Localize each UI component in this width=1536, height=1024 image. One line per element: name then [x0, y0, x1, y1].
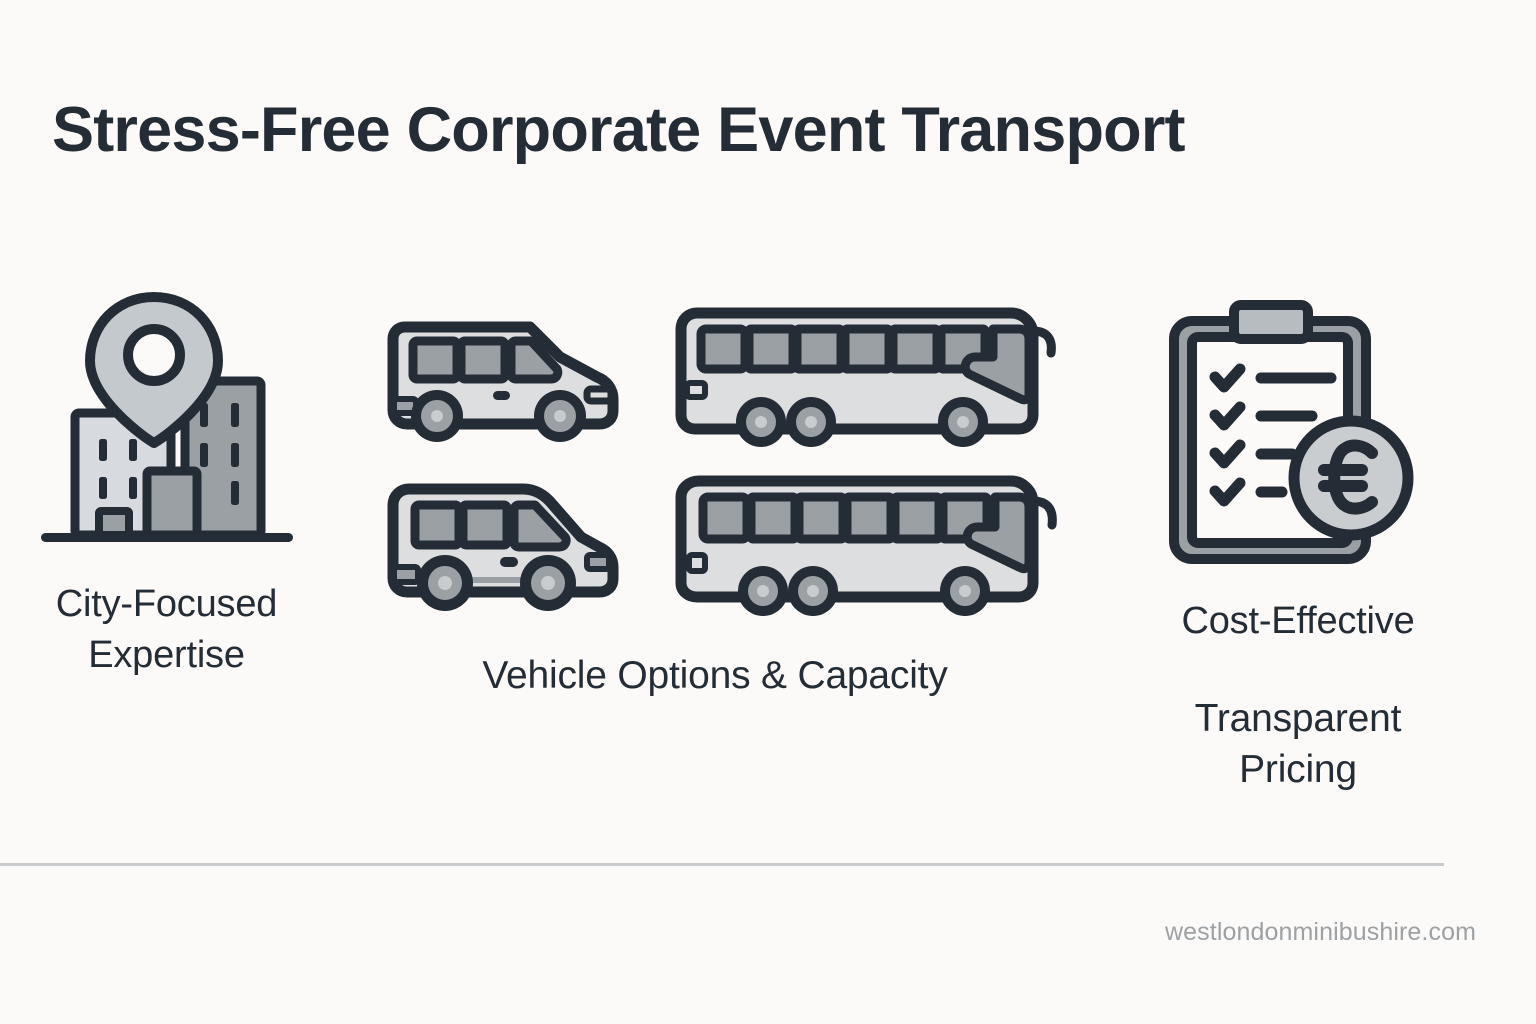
feature-column-cost-effective: Cost-Effective Transparent Pricing	[1098, 280, 1498, 796]
feature-column-city-focused-expertise: City-Focused Expertise	[0, 280, 333, 680]
feature-column-vehicle-options-capacity: Vehicle Options & Capacity	[360, 300, 1070, 702]
label-line-2: Expertise	[88, 633, 245, 676]
label-line-2: Transparent	[1194, 696, 1402, 740]
city-location-pin-icon-wrap	[0, 280, 333, 555]
minivan-icon	[387, 321, 619, 442]
coach-bus-icon	[675, 475, 1057, 616]
feature-label-transparent-pricing: Transparent Pricing	[1098, 693, 1498, 797]
clipboard-euro-icon-wrap	[1098, 280, 1498, 570]
footer-website-url: westlondonminibushire.com	[1165, 918, 1476, 946]
coach-bus-icon	[675, 307, 1056, 447]
minivan-icon	[387, 483, 619, 611]
feature-label-cost-effective: Cost-Effective	[1098, 596, 1498, 647]
footer-divider	[0, 863, 1444, 866]
label-line-1: Cost-Effective	[1181, 600, 1415, 642]
label-line-1: City-Focused	[55, 583, 278, 625]
vehicle-icon-grid	[360, 300, 1070, 618]
feature-label-city-focused-expertise: City-Focused Expertise	[0, 579, 333, 680]
feature-label-vehicle-options-capacity: Vehicle Options & Capacity	[482, 654, 948, 697]
city-location-pin-icon	[40, 292, 293, 542]
label-line-3: Pricing	[1239, 748, 1357, 792]
page-title: Stress-Free Corporate Event Transport	[52, 95, 1186, 165]
clipboard-euro-icon	[1169, 300, 1414, 564]
